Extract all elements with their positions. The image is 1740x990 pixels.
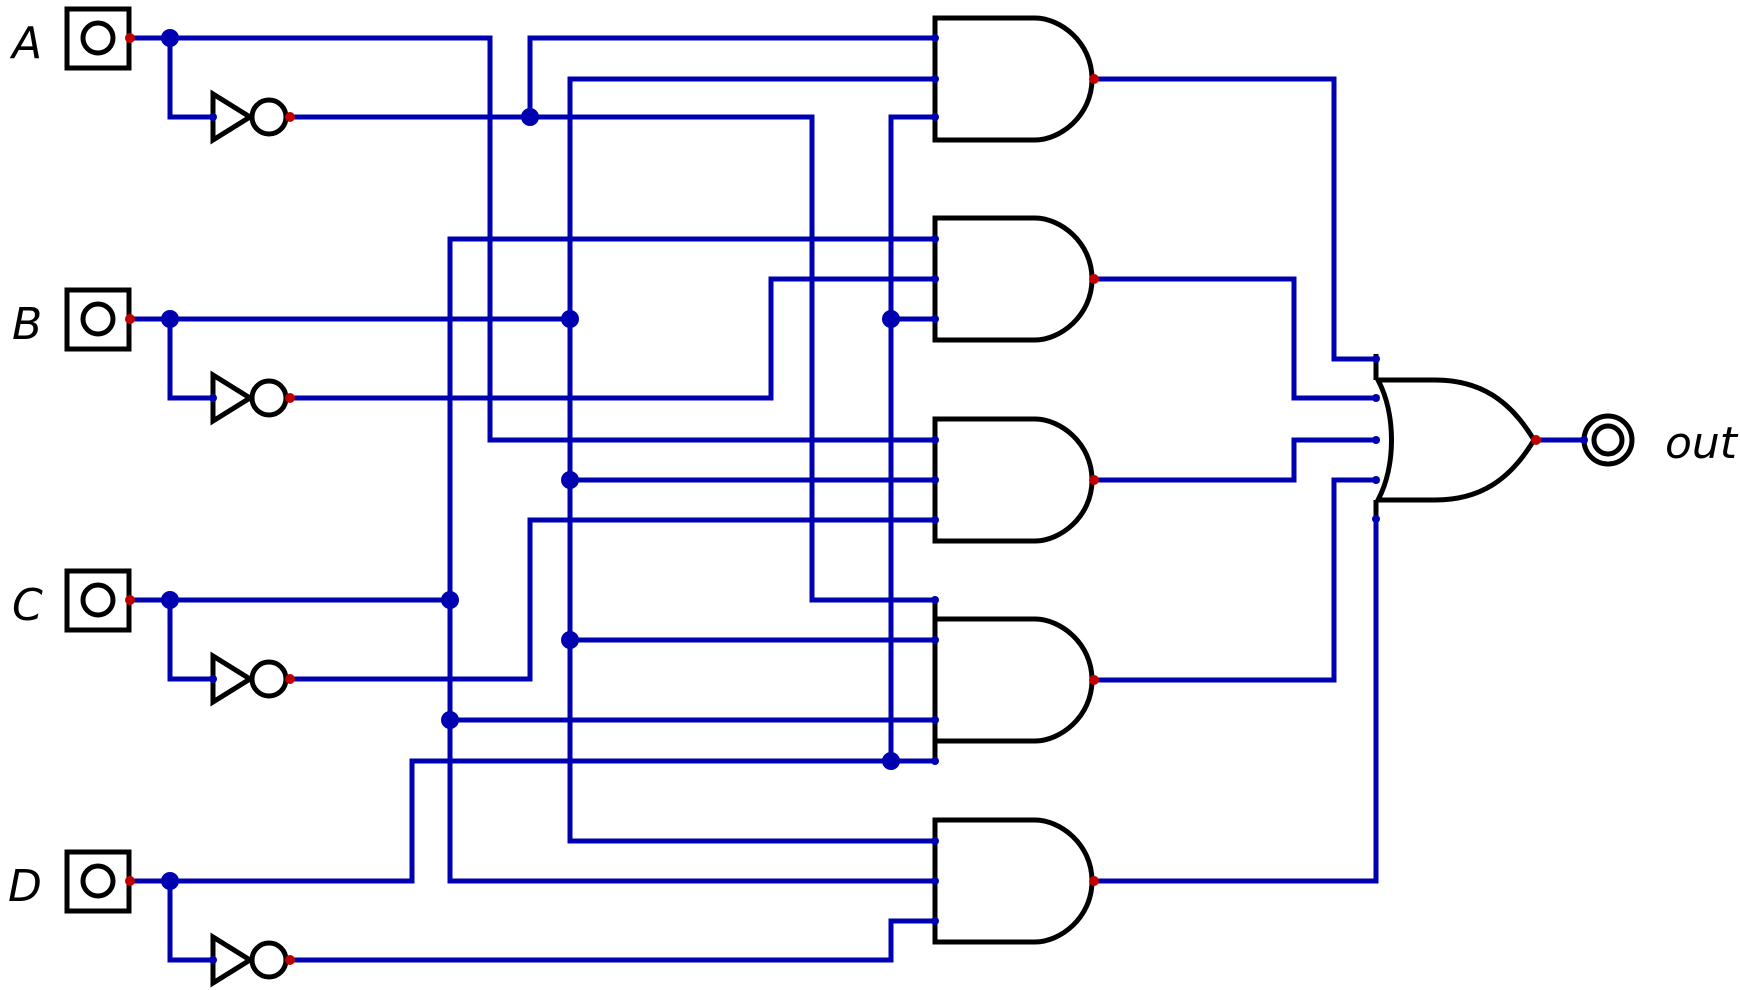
input-pin-c[interactable]	[64, 568, 135, 633]
input-label-d: D	[8, 861, 42, 912]
junction-dot	[161, 29, 179, 47]
output-label: out	[1665, 418, 1739, 469]
wire-notd-to-and5	[287, 918, 933, 963]
output-pin	[1580, 413, 1635, 467]
junction-dot	[161, 591, 179, 609]
wire-and4-to-or	[1091, 477, 1380, 683]
junction-dot	[441, 591, 459, 609]
wire-b-vertical-bus	[567, 76, 933, 844]
wire-d-to-and4	[127, 758, 933, 884]
not-gate-b	[209, 370, 295, 426]
junction-dot	[441, 711, 459, 729]
wire-and5-to-or	[1091, 516, 1379, 884]
junctions	[161, 29, 900, 890]
input-pins	[64, 6, 135, 914]
wire-b-to-not	[167, 316, 216, 401]
wire-nota-main	[287, 114, 933, 603]
not-gate-a	[209, 89, 295, 145]
input-label-b: B	[12, 299, 42, 350]
and-gate-3	[931, 416, 1099, 544]
junction-dot	[521, 108, 539, 126]
junction-dot	[561, 310, 579, 328]
and-gate-4	[931, 596, 1099, 765]
and-gate-2	[931, 215, 1099, 343]
wire-c-vertical-bus	[447, 236, 933, 884]
junction-dot	[561, 631, 579, 649]
input-pin-d[interactable]	[64, 849, 135, 914]
input-label-a: A	[9, 18, 42, 69]
junction-dot	[161, 310, 179, 328]
input-label-c: C	[12, 580, 43, 631]
junction-dot	[561, 471, 579, 489]
or-gate	[1372, 354, 1541, 523]
junction-dot	[161, 872, 179, 890]
wire-and3-to-or	[1091, 437, 1380, 483]
and-gate-1	[931, 15, 1099, 143]
not-gates	[209, 89, 295, 988]
input-labels: A B C D	[8, 18, 43, 912]
wire-d-to-not	[167, 878, 216, 963]
not-gate-c	[209, 651, 295, 707]
and-gates	[931, 15, 1099, 945]
junction-dot	[882, 752, 900, 770]
junction-dot	[882, 310, 900, 328]
wire-c-to-not	[167, 597, 216, 682]
wire-and2-to-or	[1091, 276, 1380, 401]
wire-a-to-not	[167, 35, 216, 120]
input-pin-b[interactable]	[64, 287, 135, 352]
wire-notb-to-and2	[287, 276, 933, 401]
input-pin-a[interactable]	[64, 6, 135, 71]
wire-notd-bus	[888, 114, 933, 764]
wire-nota-to-and1	[527, 35, 933, 120]
wires	[127, 35, 1593, 963]
not-gate-d	[209, 932, 295, 988]
wire-notc-to-and3	[287, 517, 933, 682]
wire-and1-to-or	[1091, 76, 1380, 362]
and-gate-5	[931, 817, 1099, 945]
